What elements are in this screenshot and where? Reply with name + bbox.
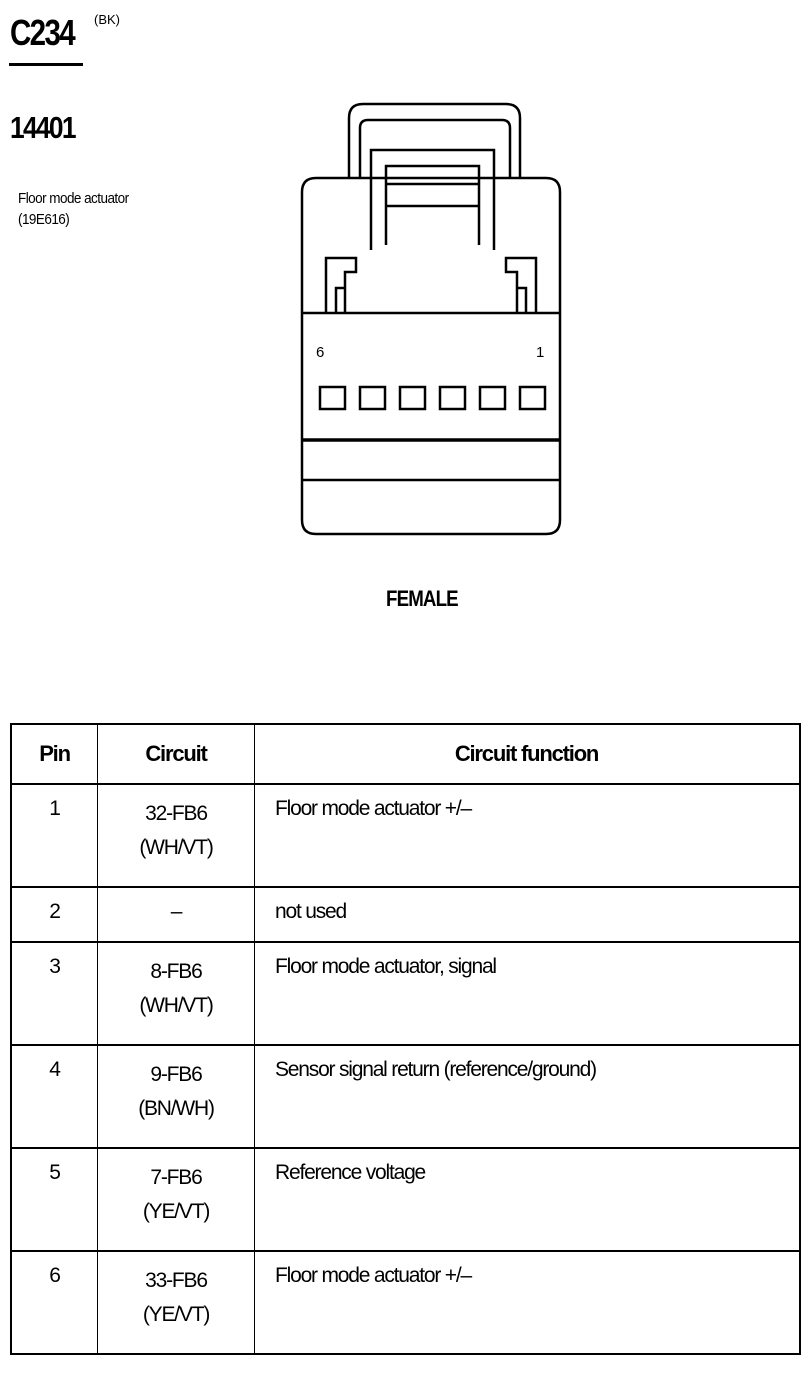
left-notch [324,256,358,313]
wire-color: (YE/VT) [142,1303,210,1326]
connector-id: C234 [10,12,76,53]
pin-cell: 3 [10,941,98,1046]
table-row: 4 9-FB6 (BN/WH) Sensor signal return (re… [10,1044,801,1149]
wire-color: (WH/VT) [139,836,213,859]
header-circuit: Circuit [97,723,255,785]
connector-gender: FEMALE [386,586,459,611]
wire-color: (WH/VT) [139,994,213,1017]
latch-tongue [369,148,496,250]
pin-cavity [438,385,467,411]
circuit-code: – [170,900,183,923]
pin-cavity [358,385,387,411]
pinout-table: Pin Circuit Circuit function 1 32-FB6 (W… [10,723,801,1355]
left-notch-inner [334,286,345,313]
pin-cavity [478,385,507,411]
table-row: 1 32-FB6 (WH/VT) Floor mode actuator +/– [10,783,801,888]
pin-cavity [398,385,427,411]
right-notch-inner [517,286,528,313]
pin-cell: 1 [10,783,98,888]
wire-color: (BN/WH) [138,1097,215,1120]
function-cell: not used [254,886,801,943]
circuit-code: 32-FB6 [145,802,208,825]
component-name: Floor mode actuator [18,190,129,207]
component-code: (19E616) [18,211,70,228]
function-cell: Floor mode actuator +/– [254,1250,801,1355]
pin-cell: 5 [10,1147,98,1252]
wire-color: (YE/VT) [142,1200,210,1223]
function-cell: Sensor signal return (reference/ground) [254,1044,801,1149]
circuit-code: 7-FB6 [150,1166,202,1189]
function-cell: Reference voltage [254,1147,801,1252]
circuit-code: 8-FB6 [150,960,202,983]
function-cell: Floor mode actuator, signal [254,941,801,1046]
function-cell: Floor mode actuator +/– [254,783,801,888]
table-row: 2 – not used [10,886,801,943]
pin-cell: 4 [10,1044,98,1149]
circuit-cell: – [97,886,255,943]
table-row: 5 7-FB6 (YE/VT) Reference voltage [10,1147,801,1252]
table-row: 6 33-FB6 (YE/VT) Floor mode actuator +/– [10,1250,801,1355]
circuit-cell: 33-FB6 (YE/VT) [97,1250,255,1355]
part-number: 14401 [10,110,76,145]
table-header-row: Pin Circuit Circuit function [10,723,801,785]
circuit-cell: 32-FB6 (WH/VT) [97,783,255,888]
pin-label-left: 6 [316,344,324,361]
circuit-cell: 9-FB6 (BN/WH) [97,1044,255,1149]
connector-face-diagram: 6 1 [296,100,566,545]
pin-cavity [518,385,547,411]
component-description: Floor mode actuator (19E616) [18,188,129,230]
connector-face-svg: 6 1 [300,102,562,536]
pin-cell: 2 [10,886,98,943]
connector-body [300,176,562,536]
latch-hood [347,102,522,178]
pin-label-right: 1 [536,344,544,361]
circuit-cell: 8-FB6 (WH/VT) [97,941,255,1046]
circuit-cell: 7-FB6 (YE/VT) [97,1147,255,1252]
circuit-code: 33-FB6 [145,1269,208,1292]
latch-hood-inner [358,118,512,178]
connector-color: (BK) [94,12,120,27]
header-circuit-function: Circuit function [254,723,801,785]
connector-id-underline [9,63,83,66]
right-notch [504,256,538,313]
header-pin: Pin [10,723,98,785]
pin-cavity [318,385,347,411]
table-row: 3 8-FB6 (WH/VT) Floor mode actuator, sig… [10,941,801,1046]
pin-cell: 6 [10,1250,98,1355]
circuit-code: 9-FB6 [150,1063,202,1086]
